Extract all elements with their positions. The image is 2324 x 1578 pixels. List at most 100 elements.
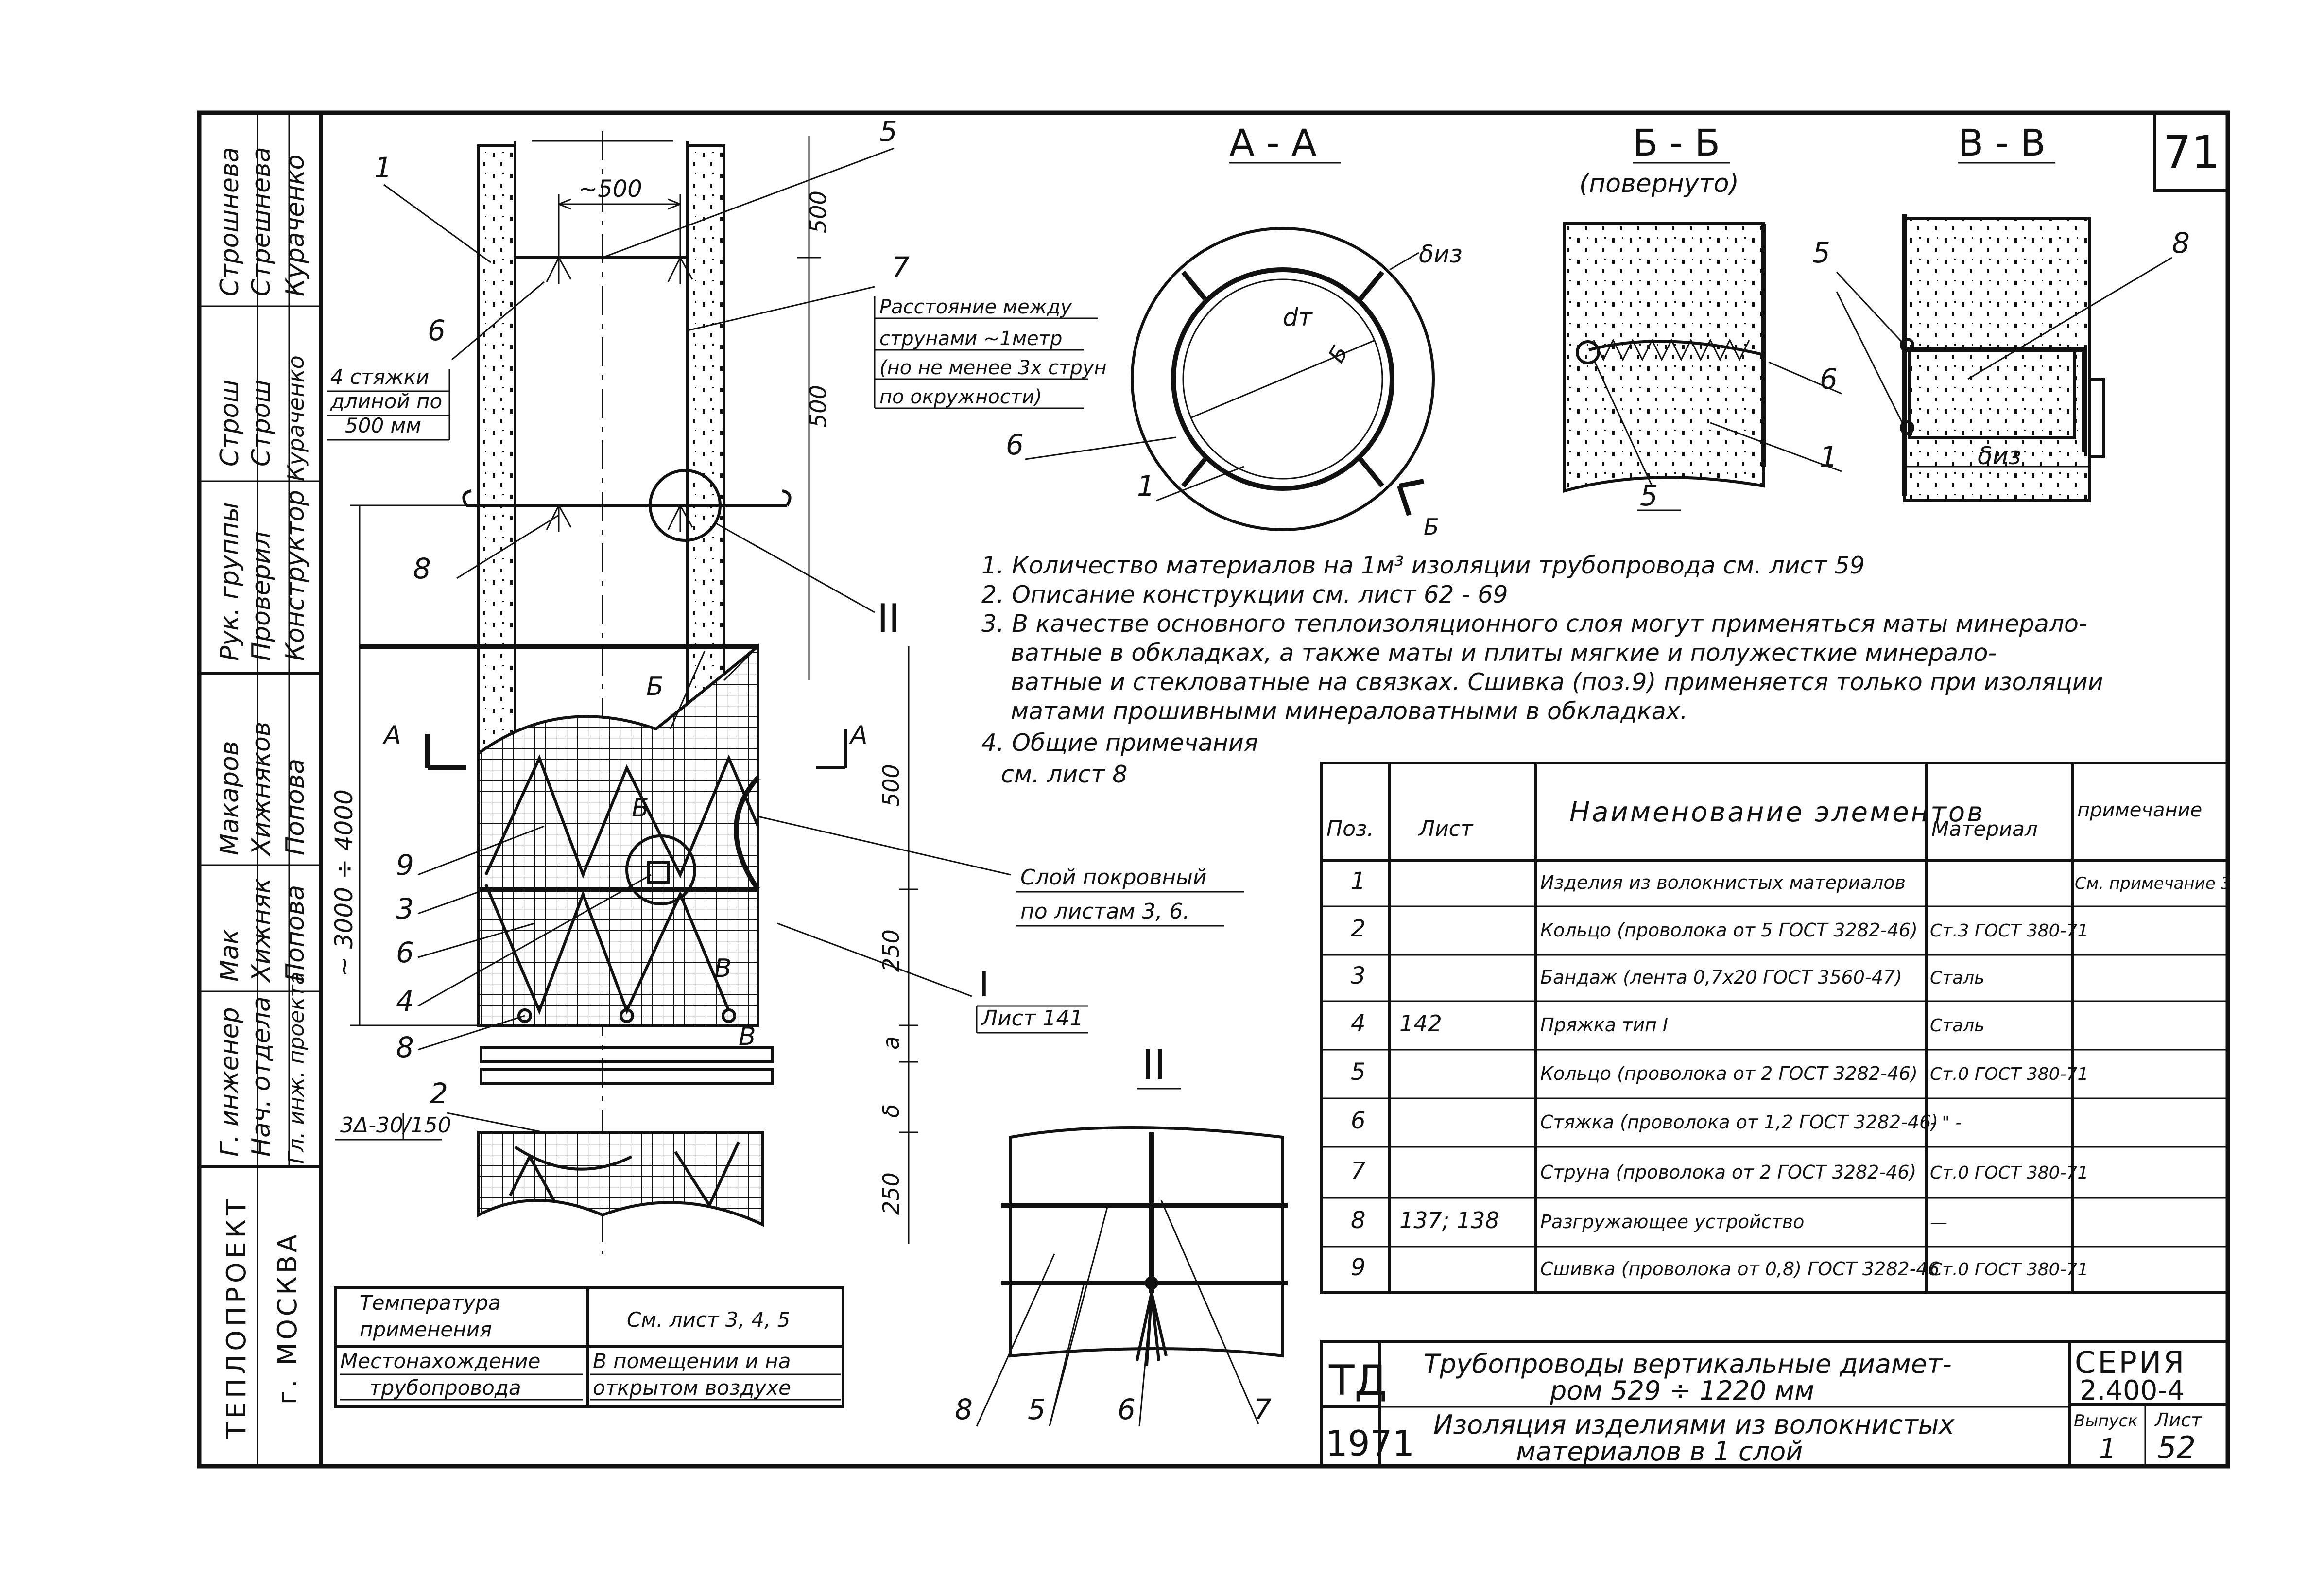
dim-top-500: ~500 [578,175,642,203]
note-3a: 3. В качестве основного теплоизоляционно… [981,610,2087,638]
aa-item-1: 1 [1137,469,1155,503]
org-name: ТЕПЛОПРОЕКТ [221,1196,252,1439]
string-callout: Расстояние между струнами ~1метр (но не … [874,296,1107,409]
tie-line-2: длиной по [330,389,442,413]
d2-item-8: 8 [955,1393,973,1426]
bb-item-5: 5 [1640,479,1658,512]
hdr-pos: Поз. [1326,816,1374,841]
mark-b-aa: Б [1424,514,1439,540]
note-4a: 4. Общие примечания [981,729,1258,757]
section-aa: А - А dт δиз Б Б 6 1 [1006,121,1463,540]
spec-material: Ст.3 ГОСТ 380-71 [1930,921,2088,941]
string-line-1: Расстояние между [879,296,1072,318]
mark-a-right: А [849,721,868,750]
stamp-issue: 1 [2099,1433,2117,1465]
spec-material: Ст.0 ГОСТ 380-71 [1930,1260,2088,1280]
cover-line-1: Слой покровный [1020,865,1207,890]
stamp-sheet: 52 [2157,1430,2196,1465]
spec-pos: 5 [1351,1058,1366,1086]
mark-b-inner: Б [1323,341,1354,367]
spec-pos: 6 [1351,1107,1366,1134]
role-2: Проверил [247,531,276,661]
tie-line-3: 500 мм [345,414,421,437]
bb-item-1: 1 [1820,440,1838,473]
mark-a-left: А [382,721,401,750]
delta-iz-vv: δиз [1978,442,2021,470]
sign-4: Мак [215,929,244,982]
stamp-td: ТД [1328,1356,1387,1405]
detail-i-sheet: Лист 141 [981,1006,1083,1031]
title-strip: Рук. группы Проверил Конструктор Строш С… [215,147,310,1439]
spec-table: Поз. Лист Наименование элементов Материа… [1320,762,2231,1294]
stamp-series-label: СЕРИЯ [2075,1345,2186,1380]
vv-item-5: 5 [1812,236,1830,269]
mark-v-1: В [714,954,732,983]
stamp-block: ТД 1971 Трубопроводы вертикальные диамет… [1320,1340,2229,1468]
section-bb-title: Б - Б [1633,121,1720,164]
dim-delta: δ [878,1104,904,1118]
temp-r1-label-2: применения [360,1318,492,1341]
d2-item-7: 7 [1254,1393,1272,1426]
spec-name: Кольцо (проволока от 2 ГОСТ 3282-46) [1540,1063,1918,1084]
note-3c: ватные и стекловатные на связках. Сшивка… [1011,668,2103,696]
spec-material: Сталь [1930,968,1984,988]
note-1: 1. Количество материалов на 1м³ изоляции… [981,552,1865,579]
section-bb: Б - Б (повернуто) 6 1 5 [1563,121,1842,512]
spec-name: Бандаж (лента 0,7х20 ГОСТ 3560-47) [1540,967,1902,988]
sign-2: Строш [247,380,276,467]
dim-v500b: 500 [805,385,831,428]
name-6: Попова [281,759,310,855]
hdr-name: Наименование элементов [1569,797,1985,828]
hdr-sheet: Лист [1418,816,1474,841]
item-1: 1 [374,151,392,184]
spec-material: — [1930,1213,1947,1232]
detail-ii-title: II [1142,1041,1166,1089]
name-3: Кураченко [281,155,310,297]
item-5-top: 5 [879,115,897,148]
name-1: Строшнева [215,147,244,296]
org-city: г. МОСКВА [272,1231,303,1405]
spec-name: Кольцо (проволока от 5 ГОСТ 3282-46) [1540,919,1918,941]
sign-3: Кураченко [283,355,309,481]
item-2: 2 [430,1077,448,1110]
dim-a: a [878,1036,904,1050]
string-line-3: (но не менее 3х струн [879,357,1107,379]
name-2: Стрешнева [247,147,276,296]
mark-b-2: Б [632,794,649,823]
temp-r2-value-2: открытом воздухе [593,1376,791,1400]
spec-pos: 3 [1351,962,1366,989]
tie-line-1: 4 стяжки [330,365,429,389]
spec-sheet: 137; 138 [1399,1207,1499,1233]
sign-6: Попова [281,885,310,982]
d2-item-5: 5 [1028,1393,1046,1426]
section-vv: В - В 8 5 δиз [1812,121,2190,502]
stamp-title-3: Изоляция изделиями из волокнистых [1433,1409,1955,1440]
item-4: 4 [396,985,414,1018]
notes-block: 1. Количество материалов на 1м³ изоляции… [981,552,2103,788]
spec-pos: 7 [1351,1157,1366,1184]
note-4b: см. лист 8 [1001,761,1127,788]
temp-r2-value-1: В помещении и на [593,1349,791,1373]
item-9: 9 [396,849,414,882]
weld-callout: 3Δ-30/150 [335,1113,451,1141]
string-line-4: по окружности) [879,386,1042,408]
spec-material: - " - [1930,1113,1962,1133]
mark-v-2: В [739,1022,756,1051]
spec-name: Пряжка тип I [1540,1014,1668,1036]
section-vv-title: В - В [1958,121,2046,164]
name-4: Макаров [215,741,244,855]
sign-5: Хижняк [247,878,276,983]
dim-v500c: 500 [878,764,904,807]
tie-callout: 4 стяжки длиной по 500 мм [327,365,450,441]
item-8-left: 8 [413,552,431,585]
spec-material: Сталь [1930,1016,1984,1036]
role-5: Нач. отдела [247,996,276,1157]
spec-name: Струна (проволока от 2 ГОСТ 3282-46) [1540,1162,1916,1183]
role-1: Рук. группы [215,502,244,661]
sheet-number-box [2153,111,2229,192]
hdr-note: примечание [2077,799,2202,821]
stamp-year: 1971 [1326,1423,1414,1464]
spec-pos: 8 [1351,1207,1366,1234]
stamp-title-4: материалов в 1 слой [1516,1436,1803,1467]
